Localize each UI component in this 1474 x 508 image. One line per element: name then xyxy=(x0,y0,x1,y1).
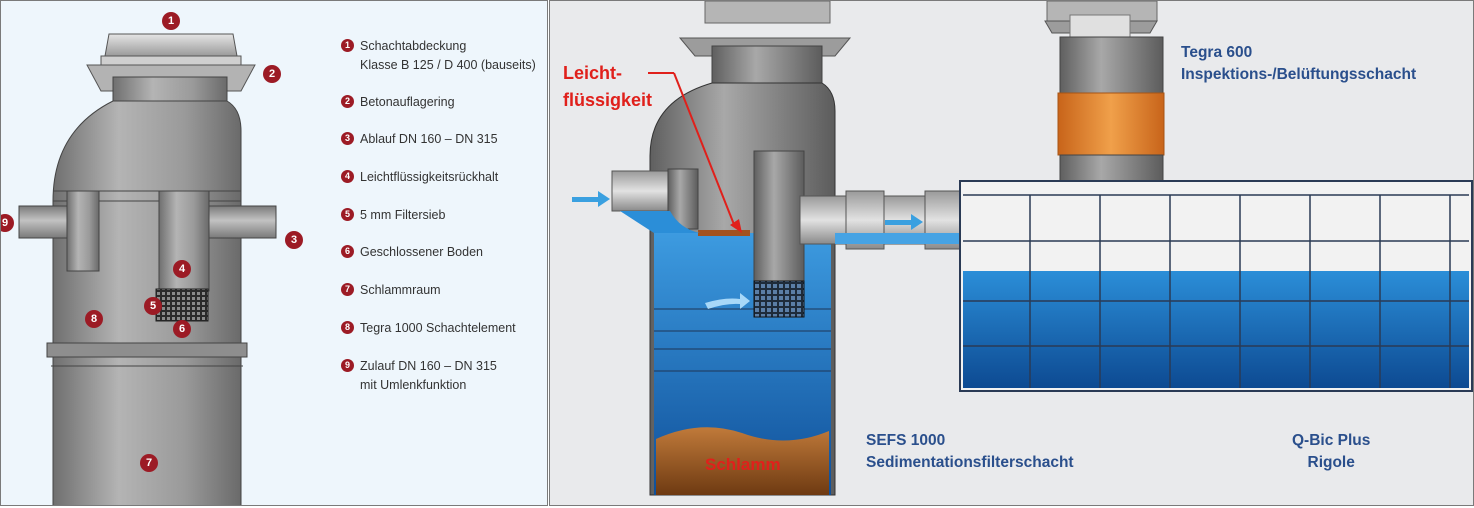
callout-badge-4: 4 xyxy=(173,260,191,278)
legend-number: 4 xyxy=(341,170,354,183)
legend-text: Zulauf DN 160 – DN 315 mit Umlenkfunktio… xyxy=(360,359,497,392)
legend-item: 6 Geschlossener Boden xyxy=(341,243,483,262)
legend-number: 5 xyxy=(341,208,354,221)
legend-item: 1 Schachtabdeckung Klasse B 125 / D 400 … xyxy=(341,37,536,75)
outlet-pipe xyxy=(205,205,277,239)
legend-item: 8 Tegra 1000 Schachtelement xyxy=(341,319,516,338)
callout-badge-7: 7 xyxy=(140,454,158,472)
callout-badge-2: 2 xyxy=(263,65,281,83)
legend-text: Tegra 1000 Schachtelement xyxy=(360,321,516,335)
legend-text: Schachtabdeckung Klasse B 125 / D 400 (b… xyxy=(360,39,536,72)
callout-badge-3: 3 xyxy=(285,231,303,249)
legend-number: 1 xyxy=(341,39,354,52)
legend-item: 2 Betonauflagering xyxy=(341,93,455,112)
tegra600-shaft xyxy=(1044,1,1165,188)
legend-text: Schlammraum xyxy=(360,283,441,297)
sefs1000-label: SEFS 1000 Sedimentationsfilterschacht xyxy=(866,432,1074,471)
sludge-label: Schlamm xyxy=(705,455,781,474)
qbic-label: Q-Bic Plus Rigole xyxy=(1292,432,1371,471)
legend-text: Leichtflüssigkeitsrückhalt xyxy=(360,170,499,184)
sefs-shaft xyxy=(611,1,998,496)
legend-text: Geschlossener Boden xyxy=(360,245,483,259)
callout-badge-6: 6 xyxy=(173,320,191,338)
qbic-rigole xyxy=(959,180,1473,392)
right-panel: Leicht- flüssigkeit Schlamm Tegra 600 In… xyxy=(549,0,1474,506)
callout-badge-9: 9 xyxy=(1,214,14,232)
callout-badge-5: 5 xyxy=(144,297,162,315)
legend-item: 9 Zulauf DN 160 – DN 315 mit Umlenkfunkt… xyxy=(341,357,497,395)
legend-number: 7 xyxy=(341,283,354,296)
legend-number: 8 xyxy=(341,321,354,334)
legend-text: Ablauf DN 160 – DN 315 xyxy=(360,132,498,146)
legend-number: 6 xyxy=(341,245,354,258)
legend-text: 5 mm Filtersieb xyxy=(360,208,446,222)
legend-text: Betonauflagering xyxy=(360,95,455,109)
legend-item: 3 Ablauf DN 160 – DN 315 xyxy=(341,130,498,149)
callout-badge-1: 1 xyxy=(162,12,180,30)
legend-number: 9 xyxy=(341,359,354,372)
legend-number: 3 xyxy=(341,132,354,145)
system-flow-diagram xyxy=(572,1,1473,496)
filter-screen xyxy=(155,288,209,322)
legend-number: 2 xyxy=(341,95,354,108)
oil-layer-label: Leicht- flüssigkeit xyxy=(563,63,653,110)
callout-badge-8: 8 xyxy=(85,310,103,328)
left-panel: 1 2 3 4 5 6 7 8 9 1 Schachtabdeckung Kla… xyxy=(0,0,548,506)
legend-item: 7 Schlammraum xyxy=(341,281,441,300)
legend-item: 5 5 mm Filtersieb xyxy=(341,206,445,225)
legend-item: 4 Leichtflüssigkeitsrückhalt xyxy=(341,168,498,187)
inlet-pipe xyxy=(18,205,68,239)
deflector-baffle xyxy=(66,190,100,272)
tegra600-label: Tegra 600 Inspektions-/Belüftungsschacht xyxy=(1181,44,1417,83)
